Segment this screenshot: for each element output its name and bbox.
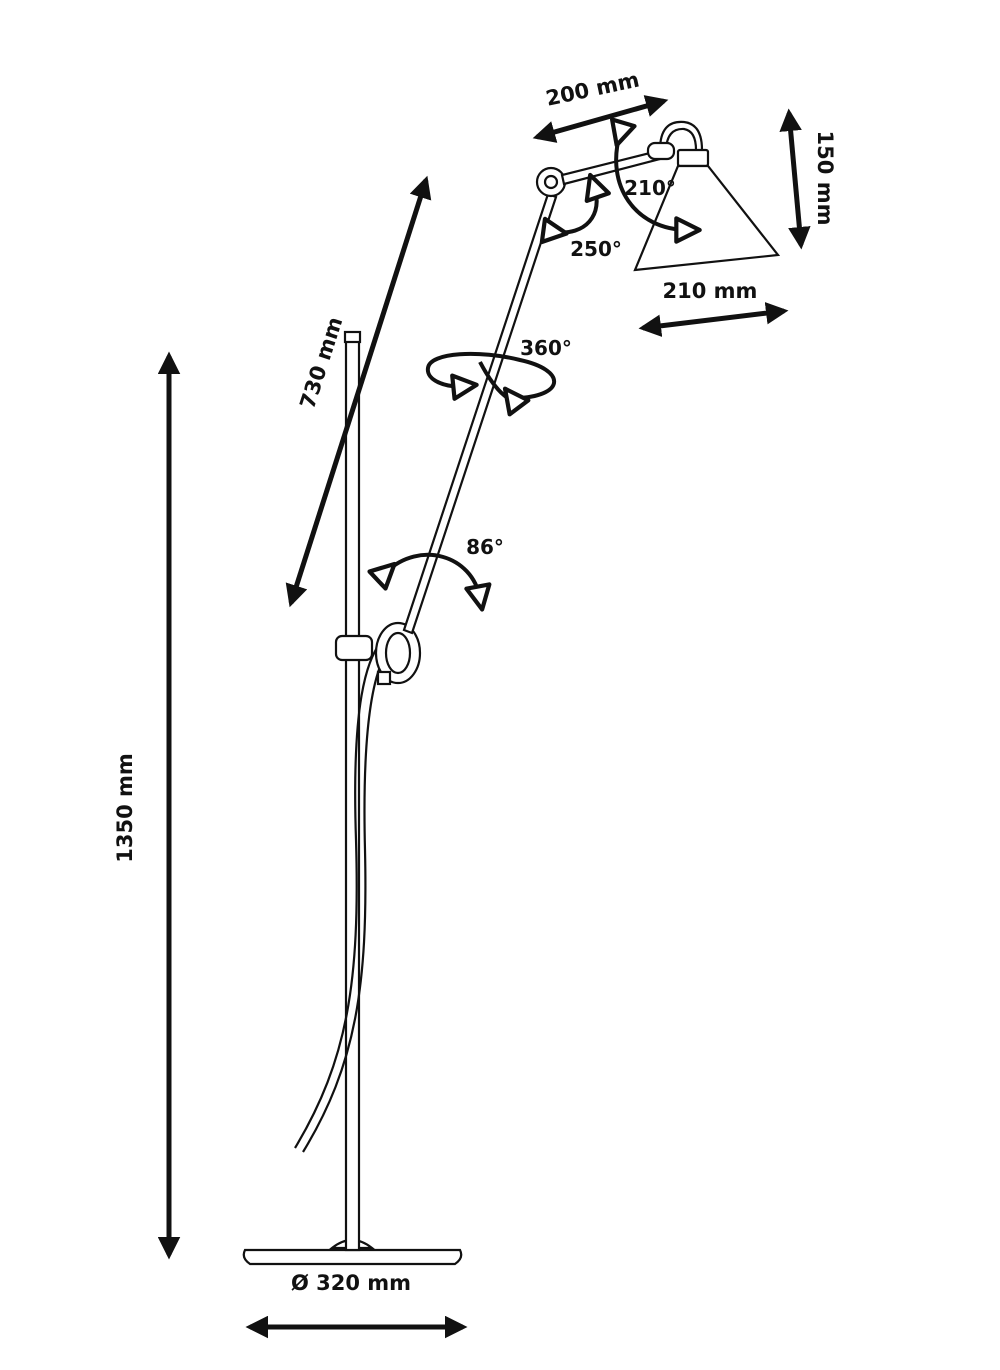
label-shade-height: 150 mm [813, 131, 837, 226]
lamp-drawing [242, 120, 781, 1266]
label-angle-360: 360° [520, 336, 572, 360]
label-total-height: 1350 mm [113, 753, 137, 863]
angle-labels: 360° 86° 250° 210° [466, 176, 676, 559]
elbow-knob-inner [384, 631, 412, 675]
label-shade-diameter: 210 mm [663, 279, 758, 303]
pole-clamp [334, 634, 374, 662]
label-upper-arm: 200 mm [544, 68, 642, 111]
elbow-joint [334, 621, 422, 686]
upper-arm-200-arrow [532, 95, 669, 143]
label-base-diameter: Ø 320 mm [291, 1271, 411, 1295]
shade-hinge [646, 141, 676, 161]
power-cable [294, 630, 395, 1149]
lamp-pole [344, 332, 361, 1252]
shade-210-arc [609, 117, 702, 244]
angle-arrows [367, 117, 702, 612]
rotation-360-arc [425, 351, 556, 401]
label-lower-arm: 730 mm [295, 314, 347, 412]
lower-arm-730-arrow [285, 175, 432, 608]
elbow-screw [376, 670, 392, 686]
lower-arm [402, 192, 558, 635]
label-angle-210: 210° [624, 176, 676, 200]
pole-cap [343, 330, 362, 344]
base-plate [242, 1248, 463, 1266]
rotation-360-return [478, 361, 531, 417]
label-angle-86: 86° [466, 535, 504, 559]
joint-250-arc [539, 172, 611, 245]
label-angle-250: 250° [570, 237, 622, 261]
shade-neck [676, 148, 710, 168]
shade-diameter-210-arrow [638, 301, 789, 338]
shade-height-150-arrow [779, 108, 811, 250]
dimension-arrows [157, 95, 811, 1339]
upper-joint-screw [543, 174, 559, 190]
upper-joint [535, 166, 567, 198]
